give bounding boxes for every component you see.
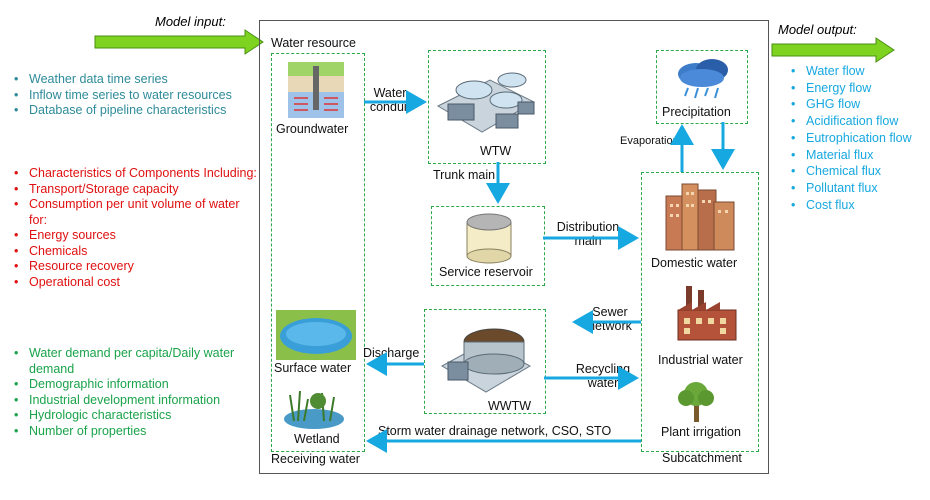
subcatchment-box	[641, 172, 759, 452]
receiving-water-label: Receiving water	[271, 452, 360, 466]
precipitation-box	[656, 50, 748, 124]
water-conduit-label-line1: Water	[373, 86, 407, 100]
list-item: Water flow	[784, 63, 930, 80]
input-list-components: Characteristics of Components Including:…	[7, 166, 257, 290]
industrial-water-label: Industrial water	[658, 353, 743, 367]
distribution-label-line1: Distribution	[556, 220, 620, 234]
list-item: Transport/Storage capacity	[7, 182, 257, 198]
service-reservoir-icon	[466, 213, 512, 264]
input-list-demand: Water demand per capita/Daily water dema…	[7, 346, 257, 439]
wwtw-box	[424, 309, 546, 414]
list-item: Hydrologic characteristics	[7, 408, 257, 424]
wetland-label: Wetland	[294, 432, 340, 446]
list-item: Eutrophication flow	[784, 130, 930, 147]
wetland-icon	[284, 390, 344, 429]
model-input-title: Model input:	[155, 14, 226, 29]
groundwater-label: Groundwater	[276, 122, 349, 136]
model-output-title: Model output:	[778, 22, 857, 37]
domestic-water-label: Domestic water	[651, 256, 738, 270]
plant-irrigation-label: Plant irrigation	[661, 425, 741, 439]
trunk-main-label: Trunk main	[433, 168, 496, 182]
wtw-label: WTW	[480, 144, 512, 158]
list-item: GHG flow	[784, 96, 930, 113]
storm-water-label: Storm water drainage network, CSO, STO	[378, 424, 612, 438]
input-list-data: Weather data time series Inflow time ser…	[7, 72, 257, 119]
list-item: Chemical flux	[784, 163, 930, 180]
domestic-water-icon	[665, 183, 735, 251]
list-item: Consumption per unit volume of water for…	[7, 197, 257, 228]
sewer-label-line1: Sewer	[592, 305, 628, 319]
list-item: Operational cost	[7, 275, 257, 291]
list-item: Material flux	[784, 147, 930, 164]
wtw-box	[428, 50, 546, 164]
list-item: Chemicals	[7, 244, 257, 260]
wtw-plant-icon	[436, 72, 536, 133]
precipitation-label: Precipitation	[662, 105, 731, 119]
output-arrow-icon	[771, 37, 895, 63]
list-item: Energy flow	[784, 80, 930, 97]
industrial-water-icon	[677, 286, 737, 341]
plant-irrigation-icon	[678, 382, 714, 422]
evaporation-label: Evaporation	[620, 135, 679, 147]
precipitation-icon	[678, 59, 728, 99]
list-item: Weather data time series	[7, 72, 257, 88]
wwtw-label: WWTW	[488, 399, 532, 413]
list-item: Number of properties	[7, 424, 257, 440]
list-item: Water demand per capita/Daily water dema…	[7, 346, 257, 377]
list-item: Industrial development information	[7, 393, 257, 409]
service-reservoir-box	[431, 206, 545, 286]
subcatchment-label: Subcatchment	[662, 451, 742, 465]
list-item: Acidification flow	[784, 113, 930, 130]
list-item: Pollutant flux	[784, 180, 930, 197]
list-item: Cost flux	[784, 197, 930, 214]
groundwater-icon	[288, 62, 344, 118]
list-item: Database of pipeline characteristics	[7, 103, 257, 119]
list-item: Energy sources	[7, 228, 257, 244]
list-item: Inflow time series to water resources	[7, 88, 257, 104]
list-item: Resource recovery	[7, 259, 257, 275]
list-item: Characteristics of Components Including:	[7, 166, 257, 182]
wwtw-plant-icon	[440, 328, 532, 393]
surface-water-icon	[276, 310, 356, 360]
output-list: Water flow Energy flow GHG flow Acidific…	[784, 63, 930, 213]
diagram-frame	[259, 20, 769, 474]
surface-water-label: Surface water	[274, 361, 352, 375]
water-resource-box	[271, 53, 365, 452]
service-reservoir-label: Service reservoir	[439, 265, 533, 279]
list-item: Demographic information	[7, 377, 257, 393]
input-arrow-icon	[94, 29, 264, 55]
water-resource-label: Water resource	[271, 36, 356, 50]
recycling-label-line1: Recycling	[575, 362, 631, 376]
